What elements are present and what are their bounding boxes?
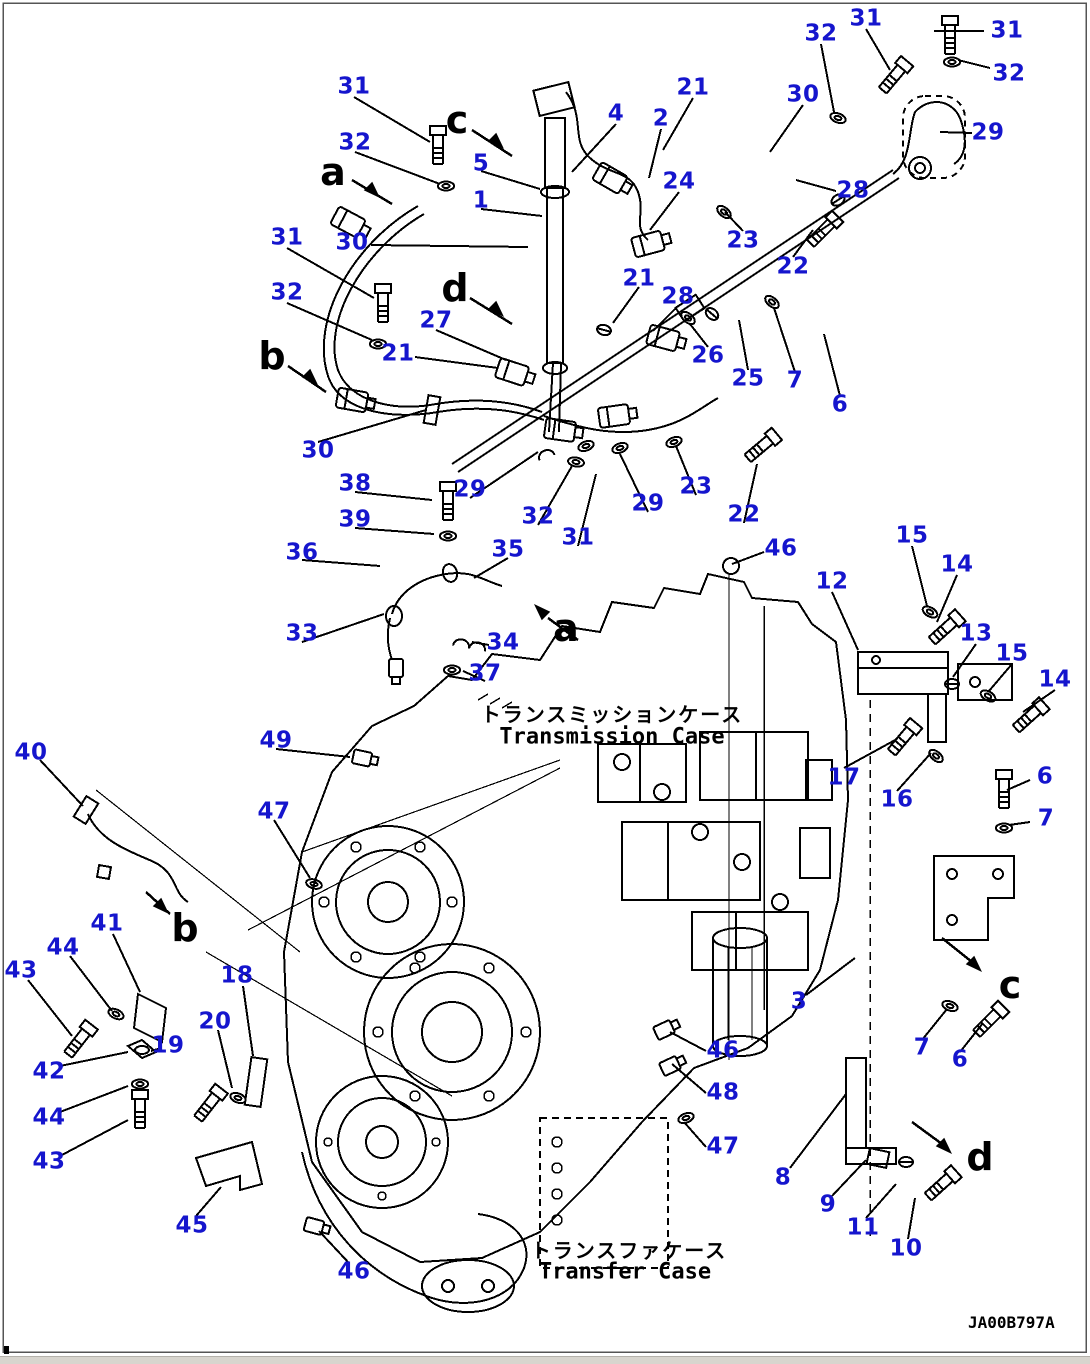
callout-46[interactable]: 46: [764, 535, 798, 562]
callout-29[interactable]: 29: [971, 119, 1005, 146]
callout-17[interactable]: 17: [827, 764, 861, 791]
callout-31[interactable]: 31: [990, 17, 1024, 44]
callout-2[interactable]: 2: [652, 105, 670, 132]
callout-36[interactable]: 36: [285, 539, 319, 566]
callout-8[interactable]: 8: [774, 1164, 792, 1191]
page-dot: [4, 1346, 9, 1354]
callout-7[interactable]: 7: [1037, 805, 1055, 832]
callout-41[interactable]: 41: [90, 910, 124, 937]
callout-42[interactable]: 42: [32, 1058, 66, 1085]
callout-39[interactable]: 39: [338, 506, 372, 533]
callout-47[interactable]: 47: [706, 1133, 740, 1160]
callout-10[interactable]: 10: [889, 1235, 923, 1262]
view-letter-d: d: [441, 266, 469, 310]
callout-32[interactable]: 32: [338, 129, 372, 156]
callout-46[interactable]: 46: [337, 1258, 371, 1285]
callout-6[interactable]: 6: [951, 1046, 969, 1073]
callout-43[interactable]: 43: [32, 1148, 66, 1175]
view-letter-b: b: [171, 906, 199, 950]
callout-32[interactable]: 32: [270, 279, 304, 306]
transmission-case-label-en: Transmission Case: [499, 724, 725, 750]
callout-18[interactable]: 18: [220, 962, 254, 989]
view-letter-d: d: [966, 1135, 994, 1179]
callout-46[interactable]: 46: [706, 1037, 740, 1064]
callout-32[interactable]: 32: [804, 20, 838, 47]
callout-19[interactable]: 19: [151, 1032, 185, 1059]
transfer-case-label-jp: トランスファケース: [530, 1238, 728, 1263]
callout-13[interactable]: 13: [959, 620, 993, 647]
callout-31[interactable]: 31: [849, 5, 883, 32]
callout-23[interactable]: 23: [726, 227, 760, 254]
callout-5[interactable]: 5: [472, 150, 490, 177]
callout-6[interactable]: 6: [1036, 763, 1054, 790]
callout-22[interactable]: 22: [727, 501, 761, 528]
view-letter-a: a: [320, 150, 346, 194]
callout-28[interactable]: 28: [661, 283, 695, 310]
callout-14[interactable]: 14: [940, 551, 974, 578]
callout-31[interactable]: 31: [337, 73, 371, 100]
view-letter-a: a: [553, 606, 579, 650]
callout-21[interactable]: 21: [622, 265, 656, 292]
callout-20[interactable]: 20: [198, 1008, 232, 1035]
callout-40[interactable]: 40: [14, 739, 48, 766]
callout-15[interactable]: 15: [895, 522, 929, 549]
transfer-case-label-en: Transfer Case: [538, 1259, 712, 1285]
callout-15[interactable]: 15: [995, 640, 1029, 667]
window-bottom-strip: [0, 1356, 1090, 1364]
callout-45[interactable]: 45: [175, 1212, 209, 1239]
callout-28[interactable]: 28: [836, 177, 870, 204]
callout-3[interactable]: 3: [790, 988, 808, 1015]
callout-6[interactable]: 6: [831, 391, 849, 418]
callout-22[interactable]: 22: [776, 253, 810, 280]
callout-24[interactable]: 24: [662, 168, 696, 195]
callout-7[interactable]: 7: [786, 367, 804, 394]
callout-32[interactable]: 32: [992, 60, 1026, 87]
callout-30[interactable]: 30: [786, 81, 820, 108]
callout-43[interactable]: 43: [4, 957, 38, 984]
callout-25[interactable]: 25: [731, 365, 765, 392]
transmission-case-label-jp: トランスミッションケース: [480, 702, 744, 727]
view-letter-c: c: [445, 98, 469, 142]
view-letter-b: b: [258, 334, 286, 378]
callout-30[interactable]: 30: [301, 437, 335, 464]
callout-14[interactable]: 14: [1038, 666, 1072, 693]
callout-37[interactable]: 37: [468, 660, 502, 687]
callout-34[interactable]: 34: [486, 629, 520, 656]
callout-7[interactable]: 7: [913, 1034, 931, 1061]
callout-4[interactable]: 4: [607, 100, 625, 127]
callout-44[interactable]: 44: [46, 934, 80, 961]
view-letter-c: c: [998, 963, 1022, 1007]
callout-38[interactable]: 38: [338, 470, 372, 497]
callout-21[interactable]: 21: [381, 340, 415, 367]
callout-47[interactable]: 47: [257, 798, 291, 825]
callout-44[interactable]: 44: [32, 1104, 66, 1131]
callout-29[interactable]: 29: [631, 490, 665, 517]
callout-23[interactable]: 23: [679, 473, 713, 500]
callout-49[interactable]: 49: [259, 727, 293, 754]
callout-21[interactable]: 21: [676, 74, 710, 101]
callout-1[interactable]: 1: [472, 187, 490, 214]
callout-32[interactable]: 32: [521, 503, 555, 530]
callout-9[interactable]: 9: [819, 1191, 837, 1218]
drawing-number: JA00B797A: [968, 1313, 1055, 1332]
callout-26[interactable]: 26: [691, 342, 725, 369]
callout-30[interactable]: 30: [335, 229, 369, 256]
callout-31[interactable]: 31: [270, 224, 304, 251]
callout-12[interactable]: 12: [815, 568, 849, 595]
callout-35[interactable]: 35: [491, 536, 525, 563]
callout-27[interactable]: 27: [419, 307, 453, 334]
callout-31[interactable]: 31: [561, 524, 595, 551]
callout-33[interactable]: 33: [285, 620, 319, 647]
callout-48[interactable]: 48: [706, 1079, 740, 1106]
callout-29[interactable]: 29: [453, 476, 487, 503]
callout-11[interactable]: 11: [846, 1214, 880, 1241]
callout-16[interactable]: 16: [880, 786, 914, 813]
